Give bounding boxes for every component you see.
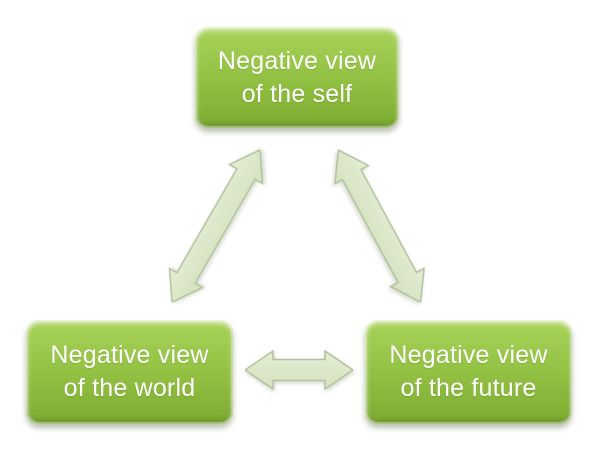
node-label: Negative view of the future [389,339,547,405]
node-label: Negative view of the self [218,45,376,111]
node-label-line: of the world [63,374,196,402]
connector-world-future [245,350,353,390]
double-arrow-icon [168,148,264,304]
double-arrow-icon [245,350,353,390]
node-negative-view-of-self: Negative view of the self [195,27,399,128]
node-negative-view-of-future: Negative view of the future [365,320,572,424]
double-arrow-icon [334,148,425,304]
connector-self-world [155,140,278,312]
connector-self-future [321,140,438,311]
node-label-line: Negative view [389,341,548,369]
node-label-line: Negative view [217,46,377,75]
node-label-line: Negative view [50,341,209,369]
node-negative-view-of-world: Negative view of the world [26,320,233,424]
node-label-line: of the self [241,79,353,108]
node-label-line: of the future [400,374,537,402]
node-label: Negative view of the world [50,339,208,405]
